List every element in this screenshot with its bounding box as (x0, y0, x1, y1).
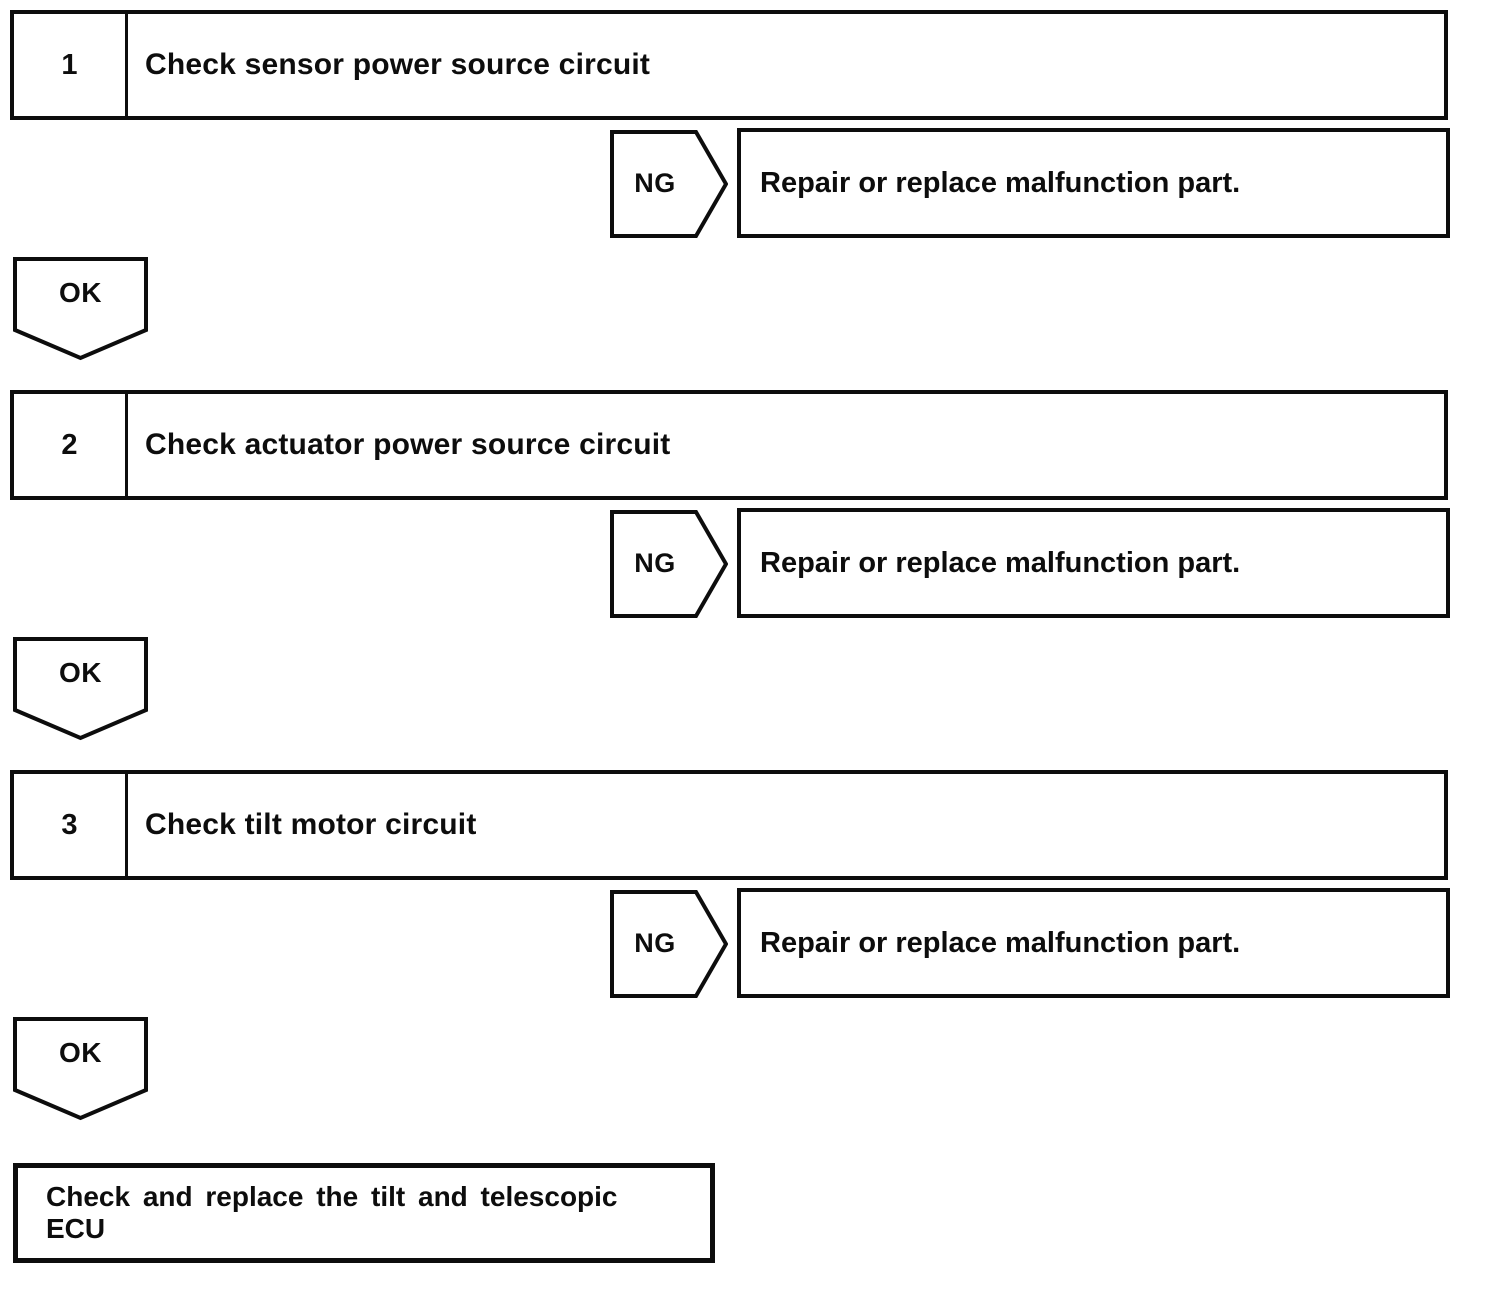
ok-arrow-shape: OK (13, 1017, 148, 1121)
step-group-2: 2 Check actuator power source circuit NG… (10, 390, 1450, 770)
step-box: 2 Check actuator power source circuit (10, 390, 1448, 500)
ok-label: OK (59, 1037, 102, 1068)
ng-result-text: Repair or replace malfunction part. (760, 166, 1241, 199)
ok-label: OK (59, 657, 102, 688)
ng-pentagon-icon (610, 510, 728, 618)
ng-result-text: Repair or replace malfunction part. (760, 926, 1241, 959)
ng-arrow-shape: NG (610, 510, 728, 618)
ng-pentagon-icon (610, 130, 728, 238)
ng-result-box: Repair or replace malfunction part. (737, 508, 1450, 618)
ok-pentagon-icon (13, 257, 148, 361)
ng-branch: NG Repair or replace malfunction part. (610, 508, 1450, 620)
ng-result-box: Repair or replace malfunction part. (737, 888, 1450, 998)
ng-result-text: Repair or replace malfunction part. (760, 546, 1241, 579)
step-box: 1 Check sensor power source circuit (10, 10, 1448, 120)
ng-label: NG (634, 927, 676, 958)
step-title: Check tilt motor circuit (145, 808, 477, 841)
step-number: 1 (14, 14, 128, 116)
step-group-3: 3 Check tilt motor circuit NG Repair or … (10, 770, 1450, 1150)
step-number: 2 (14, 394, 128, 496)
ok-label: OK (59, 277, 102, 308)
ok-arrow-shape: OK (13, 637, 148, 741)
ng-arrow-shape: NG (610, 890, 728, 998)
ok-arrow-shape: OK (13, 257, 148, 361)
step-group-1: 1 Check sensor power source circuit NG R… (10, 10, 1450, 390)
ng-result-box: Repair or replace malfunction part. (737, 128, 1450, 238)
step-number: 3 (14, 774, 128, 876)
ng-arrow-shape: NG (610, 130, 728, 238)
step-title: Check sensor power source circuit (145, 48, 651, 81)
ok-pentagon-icon (13, 637, 148, 741)
step-title: Check actuator power source circuit (145, 428, 671, 461)
final-action-box: Check and replace the tilt and telescopi… (13, 1163, 715, 1263)
step-box: 3 Check tilt motor circuit (10, 770, 1448, 880)
ng-label: NG (634, 167, 676, 198)
ok-pentagon-icon (13, 1017, 148, 1121)
ng-pentagon-icon (610, 890, 728, 998)
ng-branch: NG Repair or replace malfunction part. (610, 888, 1450, 1000)
ng-branch: NG Repair or replace malfunction part. (610, 128, 1450, 240)
ng-label: NG (634, 547, 676, 578)
final-action-text: Check and replace the tilt and telescopi… (46, 1180, 618, 1244)
